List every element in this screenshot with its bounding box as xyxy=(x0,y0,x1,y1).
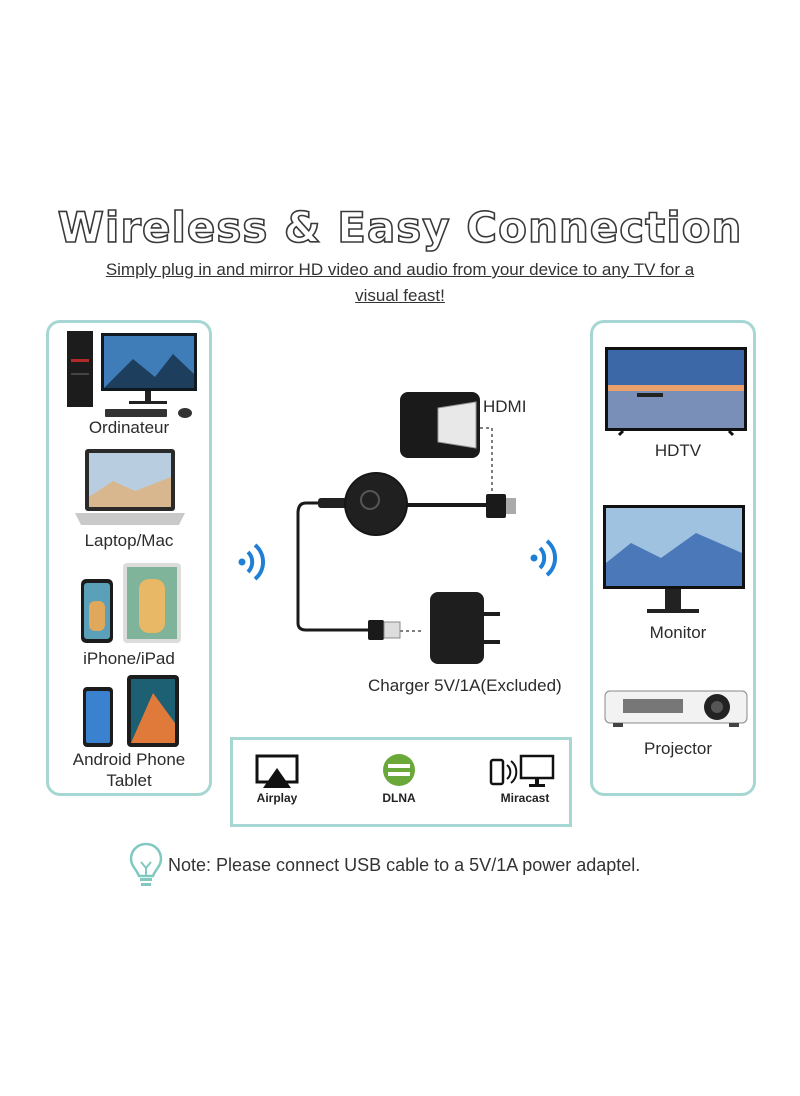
hdmi-label: HDMI xyxy=(483,397,527,416)
airplay-icon xyxy=(255,754,299,788)
iphone-ipad-icon xyxy=(81,563,181,643)
dlna-icon xyxy=(383,754,415,786)
dongle-diagram xyxy=(296,392,516,664)
miracast-icon xyxy=(489,754,555,787)
wifi-signal-icon xyxy=(238,543,266,581)
protocols-box: Airplay DLNA Miracast xyxy=(230,737,572,827)
target-label-projector: Projector xyxy=(643,739,713,758)
target-label-monitor: Monitor xyxy=(649,623,707,642)
charger-label: Charger 5V/1A(Excluded) xyxy=(368,676,562,695)
page-title: Wireless & Easy Connection xyxy=(57,202,743,253)
target-label-hdtv: HDTV xyxy=(654,441,702,460)
protocol-label-miracast: Miracast xyxy=(500,791,550,805)
hdtv-icon xyxy=(605,347,747,437)
target-devices-panel: HDTV Monitor Projector xyxy=(590,320,756,796)
lightbulb-icon xyxy=(129,842,163,886)
source-label-iphone-ipad: iPhone/iPad xyxy=(83,649,175,668)
source-label-laptop: Laptop/Mac xyxy=(84,531,174,550)
desktop-computer-icon xyxy=(67,331,197,418)
projector-icon xyxy=(604,690,748,727)
laptop-icon xyxy=(75,449,185,525)
source-label-android: Android Phone Tablet xyxy=(72,750,186,790)
monitor-icon xyxy=(603,505,745,613)
android-phone-tablet-icon xyxy=(83,675,179,747)
power-note: Note: Please connect USB cable to a 5V/1… xyxy=(168,855,641,875)
protocol-label-airplay: Airplay xyxy=(256,791,298,805)
wifi-signal-icon xyxy=(530,539,558,577)
protocol-label-dlna: DLNA xyxy=(382,791,416,805)
source-devices-panel: Ordinateur Laptop/Mac iPhone/iPad Androi… xyxy=(46,320,212,796)
source-label-ordinateur: Ordinateur xyxy=(88,418,170,437)
page-subtitle: Simply plug in and mirror HD video and a… xyxy=(105,260,695,305)
